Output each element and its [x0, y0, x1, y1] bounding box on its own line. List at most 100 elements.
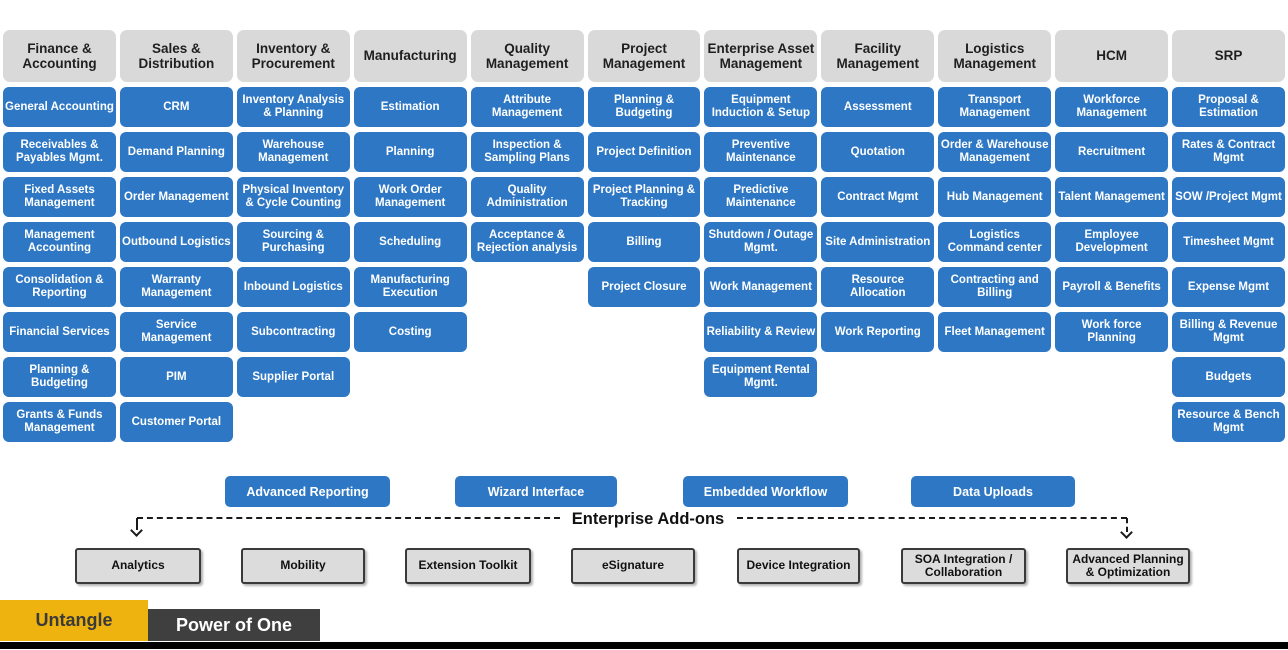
module-box-warehouse-management: Warehouse Management — [236, 132, 350, 172]
addon-box-extension-toolkit: Extension Toolkit — [405, 548, 531, 584]
module-box-expense-mgmt: Expense Mgmt — [1172, 267, 1285, 307]
module-box-financial-services: Financial Services — [3, 312, 116, 352]
column-header: Facility Management — [821, 30, 935, 82]
module-box-contract-mgmt: Contract Mgmt — [821, 177, 935, 217]
module-box-timesheet-mgmt: Timesheet Mgmt — [1172, 222, 1285, 262]
addon-box-analytics: Analytics — [75, 548, 201, 584]
module-box-quality-administration: Quality Administration — [470, 177, 584, 217]
module-box-contracting-and-billing: Contracting and Billing — [938, 267, 1052, 307]
module-box-outbound-logistics: Outbound Logistics — [119, 222, 233, 262]
module-box-project-definition: Project Definition — [587, 132, 701, 172]
module-box-order-management: Order Management — [119, 177, 233, 217]
module-box-workforce-management: Workforce Management — [1055, 87, 1169, 127]
column-header: Quality Management — [470, 30, 584, 82]
module-box-equipment-induction-setup: Equipment Induction & Setup — [704, 87, 818, 127]
module-box-rates-contract-mgmt: Rates & Contract Mgmt — [1172, 132, 1285, 172]
module-box-attribute-management: Attribute Management — [470, 87, 584, 127]
module-box-payroll-benefits: Payroll & Benefits — [1055, 267, 1169, 307]
platform-button-data-uploads: Data Uploads — [911, 476, 1075, 507]
column-header: Manufacturing — [353, 30, 467, 82]
module-box-inspection-sampling-plans: Inspection & Sampling Plans — [470, 132, 584, 172]
module-box-physical-inventory-cycle-counting: Physical Inventory & Cycle Counting — [236, 177, 350, 217]
column-header: SRP — [1172, 30, 1285, 82]
bottom-bar — [0, 642, 1288, 649]
module-box-manufacturing-execution: Manufacturing Execution — [353, 267, 467, 307]
module-box-fixed-assets-management: Fixed Assets Management — [3, 177, 116, 217]
column-header: Enterprise Asset Management — [704, 30, 818, 82]
module-box-project-planning-tracking: Project Planning & Tracking — [587, 177, 701, 217]
module-box-sourcing-purchasing: Sourcing & Purchasing — [236, 222, 350, 262]
column-header: Finance & Accounting — [3, 30, 116, 82]
addons-arrow-stem-left — [136, 518, 138, 530]
module-box-billing: Billing — [587, 222, 701, 262]
module-box-budgets: Budgets — [1172, 357, 1285, 397]
module-box-shutdown-outage-mgmt: Shutdown / Outage Mgmt. — [704, 222, 818, 262]
platform-button-advanced-reporting: Advanced Reporting — [225, 476, 390, 507]
platform-button-embedded-workflow: Embedded Workflow — [683, 476, 848, 507]
module-box-site-administration: Site Administration — [821, 222, 935, 262]
module-box-predictive-maintenance: Predictive Maintenance — [704, 177, 818, 217]
down-arrow-icon — [130, 524, 143, 537]
module-box-costing: Costing — [353, 312, 467, 352]
module-box-management-accounting: Management Accounting — [3, 222, 116, 262]
module-box-service-management: Service Management — [119, 312, 233, 352]
down-arrow-icon — [1120, 526, 1133, 539]
module-box-receivables-payables-mgmt: Receivables & Payables Mgmt. — [3, 132, 116, 172]
module-box-work-order-management: Work Order Management — [353, 177, 467, 217]
addon-box-mobility: Mobility — [241, 548, 365, 584]
module-box-consolidation-reporting: Consolidation & Reporting — [3, 267, 116, 307]
module-box-employee-development: Employee Development — [1055, 222, 1169, 262]
module-box-equipment-rental-mgmt: Equipment Rental Mgmt. — [704, 357, 818, 397]
module-box-planning-budgeting: Planning & Budgeting — [587, 87, 701, 127]
module-box-planning: Planning — [353, 132, 467, 172]
module-box-resource-allocation: Resource Allocation — [821, 267, 935, 307]
column-header: Inventory & Procurement — [236, 30, 350, 82]
platform-button-wizard-interface: Wizard Interface — [455, 476, 617, 507]
addons-dashed-line-right — [737, 517, 1127, 519]
module-box-quotation: Quotation — [821, 132, 935, 172]
addon-box-advanced-planning-optimization: Advanced Planning & Optimization — [1066, 548, 1190, 584]
module-box-talent-management: Talent Management — [1055, 177, 1169, 217]
module-box-crm: CRM — [119, 87, 233, 127]
module-box-logistics-command-center: Logistics Command center — [938, 222, 1052, 262]
module-box-general-accounting: General Accounting — [3, 87, 116, 127]
addons-arrow-stem-right — [1126, 518, 1128, 532]
module-box-preventive-maintenance: Preventive Maintenance — [704, 132, 818, 172]
module-box-work-force-planning: Work force Planning — [1055, 312, 1169, 352]
module-box-pim: PIM — [119, 357, 233, 397]
module-box-warranty-management: Warranty Management — [119, 267, 233, 307]
module-box-reliability-review: Reliability & Review — [704, 312, 818, 352]
module-box-demand-planning: Demand Planning — [119, 132, 233, 172]
module-box-fleet-management: Fleet Management — [938, 312, 1052, 352]
module-box-inventory-analysis-planning: Inventory Analysis & Planning — [236, 87, 350, 127]
module-box-estimation: Estimation — [353, 87, 467, 127]
module-box-hub-management: Hub Management — [938, 177, 1052, 217]
module-box-inbound-logistics: Inbound Logistics — [236, 267, 350, 307]
column-header: Project Management — [587, 30, 701, 82]
column-header: Logistics Management — [938, 30, 1052, 82]
module-box-planning-budgeting: Planning & Budgeting — [3, 357, 116, 397]
module-box-transport-management: Transport Management — [938, 87, 1052, 127]
addon-box-device-integration: Device Integration — [737, 548, 860, 584]
module-box-order-warehouse-management: Order & Warehouse Management — [938, 132, 1052, 172]
addons-label: Enterprise Add-ons — [571, 510, 725, 528]
untangle-badge: Untangle — [0, 600, 148, 641]
module-box-work-management: Work Management — [704, 267, 818, 307]
column-header: Sales & Distribution — [119, 30, 233, 82]
module-box-work-reporting: Work Reporting — [821, 312, 935, 352]
module-box-recruitment: Recruitment — [1055, 132, 1169, 172]
column-header: HCM — [1055, 30, 1169, 82]
module-box-grants-funds-management: Grants & Funds Management — [3, 402, 116, 442]
